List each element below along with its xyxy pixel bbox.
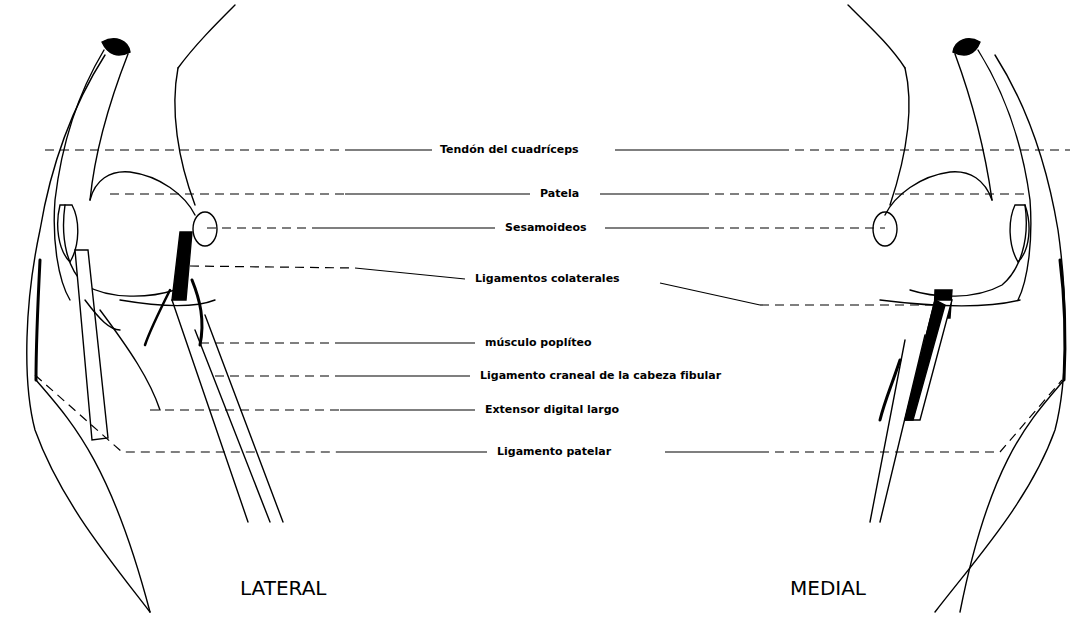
part-label: Ligamentos colaterales (475, 272, 620, 286)
part-label: Sesamoideos (505, 221, 587, 235)
part-label: Tendón del cuadríceps (440, 143, 579, 157)
medial-stifle (848, 5, 1065, 612)
lateral-stifle (27, 5, 283, 612)
part-label: Ligamento patelar (497, 445, 611, 459)
part-label: Extensor digital largo (485, 403, 619, 417)
leader-lines (35, 150, 1070, 452)
part-label: Ligamento craneal de la cabeza fibular (480, 369, 721, 383)
part-label: músculo poplíteo (485, 336, 591, 350)
part-label: Patela (540, 187, 579, 201)
view-label: MEDIAL (790, 576, 866, 600)
view-label: LATERAL (240, 576, 327, 600)
